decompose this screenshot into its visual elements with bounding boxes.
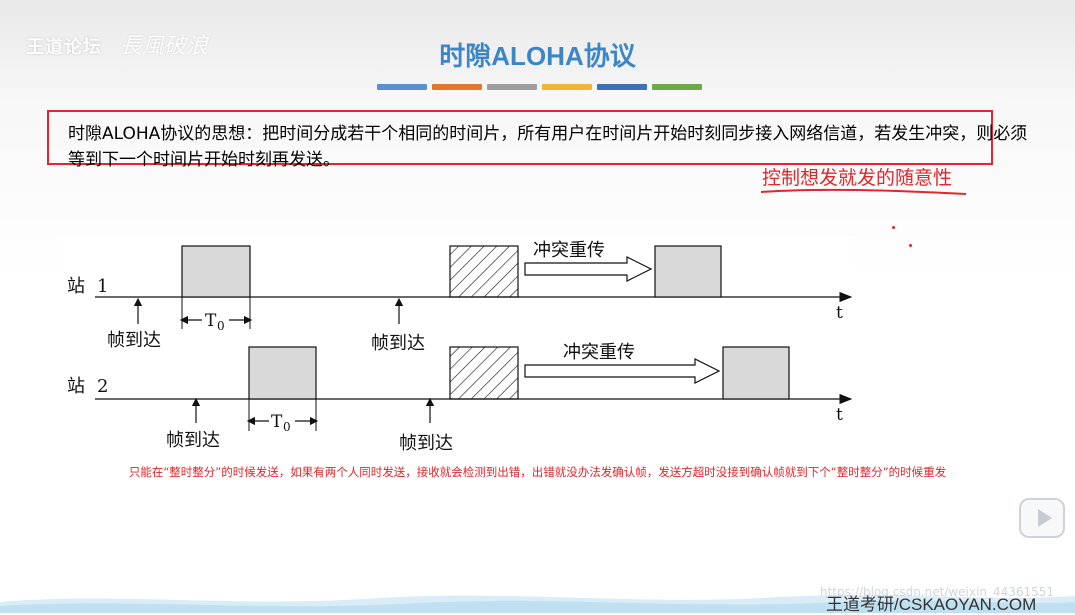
- station2-retransmit-label: 冲突重传: [563, 342, 635, 363]
- color-bar: [652, 84, 702, 90]
- title-color-bars: [377, 84, 707, 90]
- station1-retransmit-arrow: [524, 256, 653, 282]
- footer-brand: 王道考研/CSKAOYAN.COM: [826, 595, 1037, 614]
- station1-label: 站: [67, 276, 85, 297]
- station1-arrival-label-2: 帧到达: [371, 333, 425, 354]
- color-bar: [432, 84, 482, 90]
- footer-wave: [0, 595, 1075, 613]
- forum-signature: 長風破浪: [120, 34, 209, 59]
- explanation-note: 只能在“整时整分”的时候发送，如果有两个人同时发送，接收就会检测到出错，出错就没…: [128, 465, 947, 479]
- station1-frame: [181, 245, 251, 298]
- station2-frame: [248, 346, 317, 400]
- station2-label: 站: [67, 376, 85, 397]
- station1-retransmit-label: 冲突重传: [533, 240, 605, 261]
- station1-number: 1: [97, 276, 108, 297]
- header-band: [0, 0, 1075, 88]
- station2-arrival-label: 帧到达: [166, 430, 220, 451]
- station1-collision-frame: [449, 245, 519, 298]
- station2-axis-label: t: [836, 405, 843, 425]
- forum-logo: 王道论坛: [26, 37, 102, 58]
- station2-retransmit-frame: [722, 346, 790, 400]
- color-bar: [542, 84, 592, 90]
- color-bar: [377, 84, 427, 90]
- station2-collision-frame: [449, 346, 519, 400]
- station1-period-label: T: [205, 311, 217, 331]
- color-bar: [487, 84, 537, 90]
- slide-title: 时隙ALOHA协议: [439, 41, 636, 71]
- station1-axis-label: t: [836, 303, 843, 323]
- ink-dot: [909, 244, 912, 247]
- color-bar: [597, 84, 647, 90]
- station2-period-subscript: 0: [283, 420, 291, 434]
- station1-arrival-label: 帧到达: [107, 330, 161, 351]
- watermark-url: https://blog.csdn.net/weixin_44361551: [820, 585, 1055, 599]
- protocol-idea-text: 时隙ALOHA协议的思想：把时间分成若干个相同的时间片，所有用户在时间片开始时刻…: [68, 124, 1028, 170]
- station1-retransmit-frame: [654, 245, 722, 298]
- slotted-aloha-diagram: 站 1 t 冲突重传 帧到达 帧到达 T 0 站 2 t 冲突重传 帧到达 帧到…: [61, 236, 855, 454]
- station2-number: 2: [97, 376, 108, 397]
- station2-retransmit-arrow: [524, 358, 721, 384]
- station2-arrival-label-2: 帧到达: [399, 433, 453, 454]
- highlight-box: [47, 110, 993, 165]
- handwritten-annotation: 控制想发就发的随意性: [762, 167, 953, 189]
- station2-period-label: T: [271, 412, 283, 432]
- play-button[interactable]: [1019, 498, 1065, 538]
- station1-period-subscript: 0: [217, 319, 225, 333]
- ink-dot: [892, 226, 895, 229]
- play-icon: [1038, 509, 1052, 527]
- annotation-underline: [760, 188, 967, 195]
